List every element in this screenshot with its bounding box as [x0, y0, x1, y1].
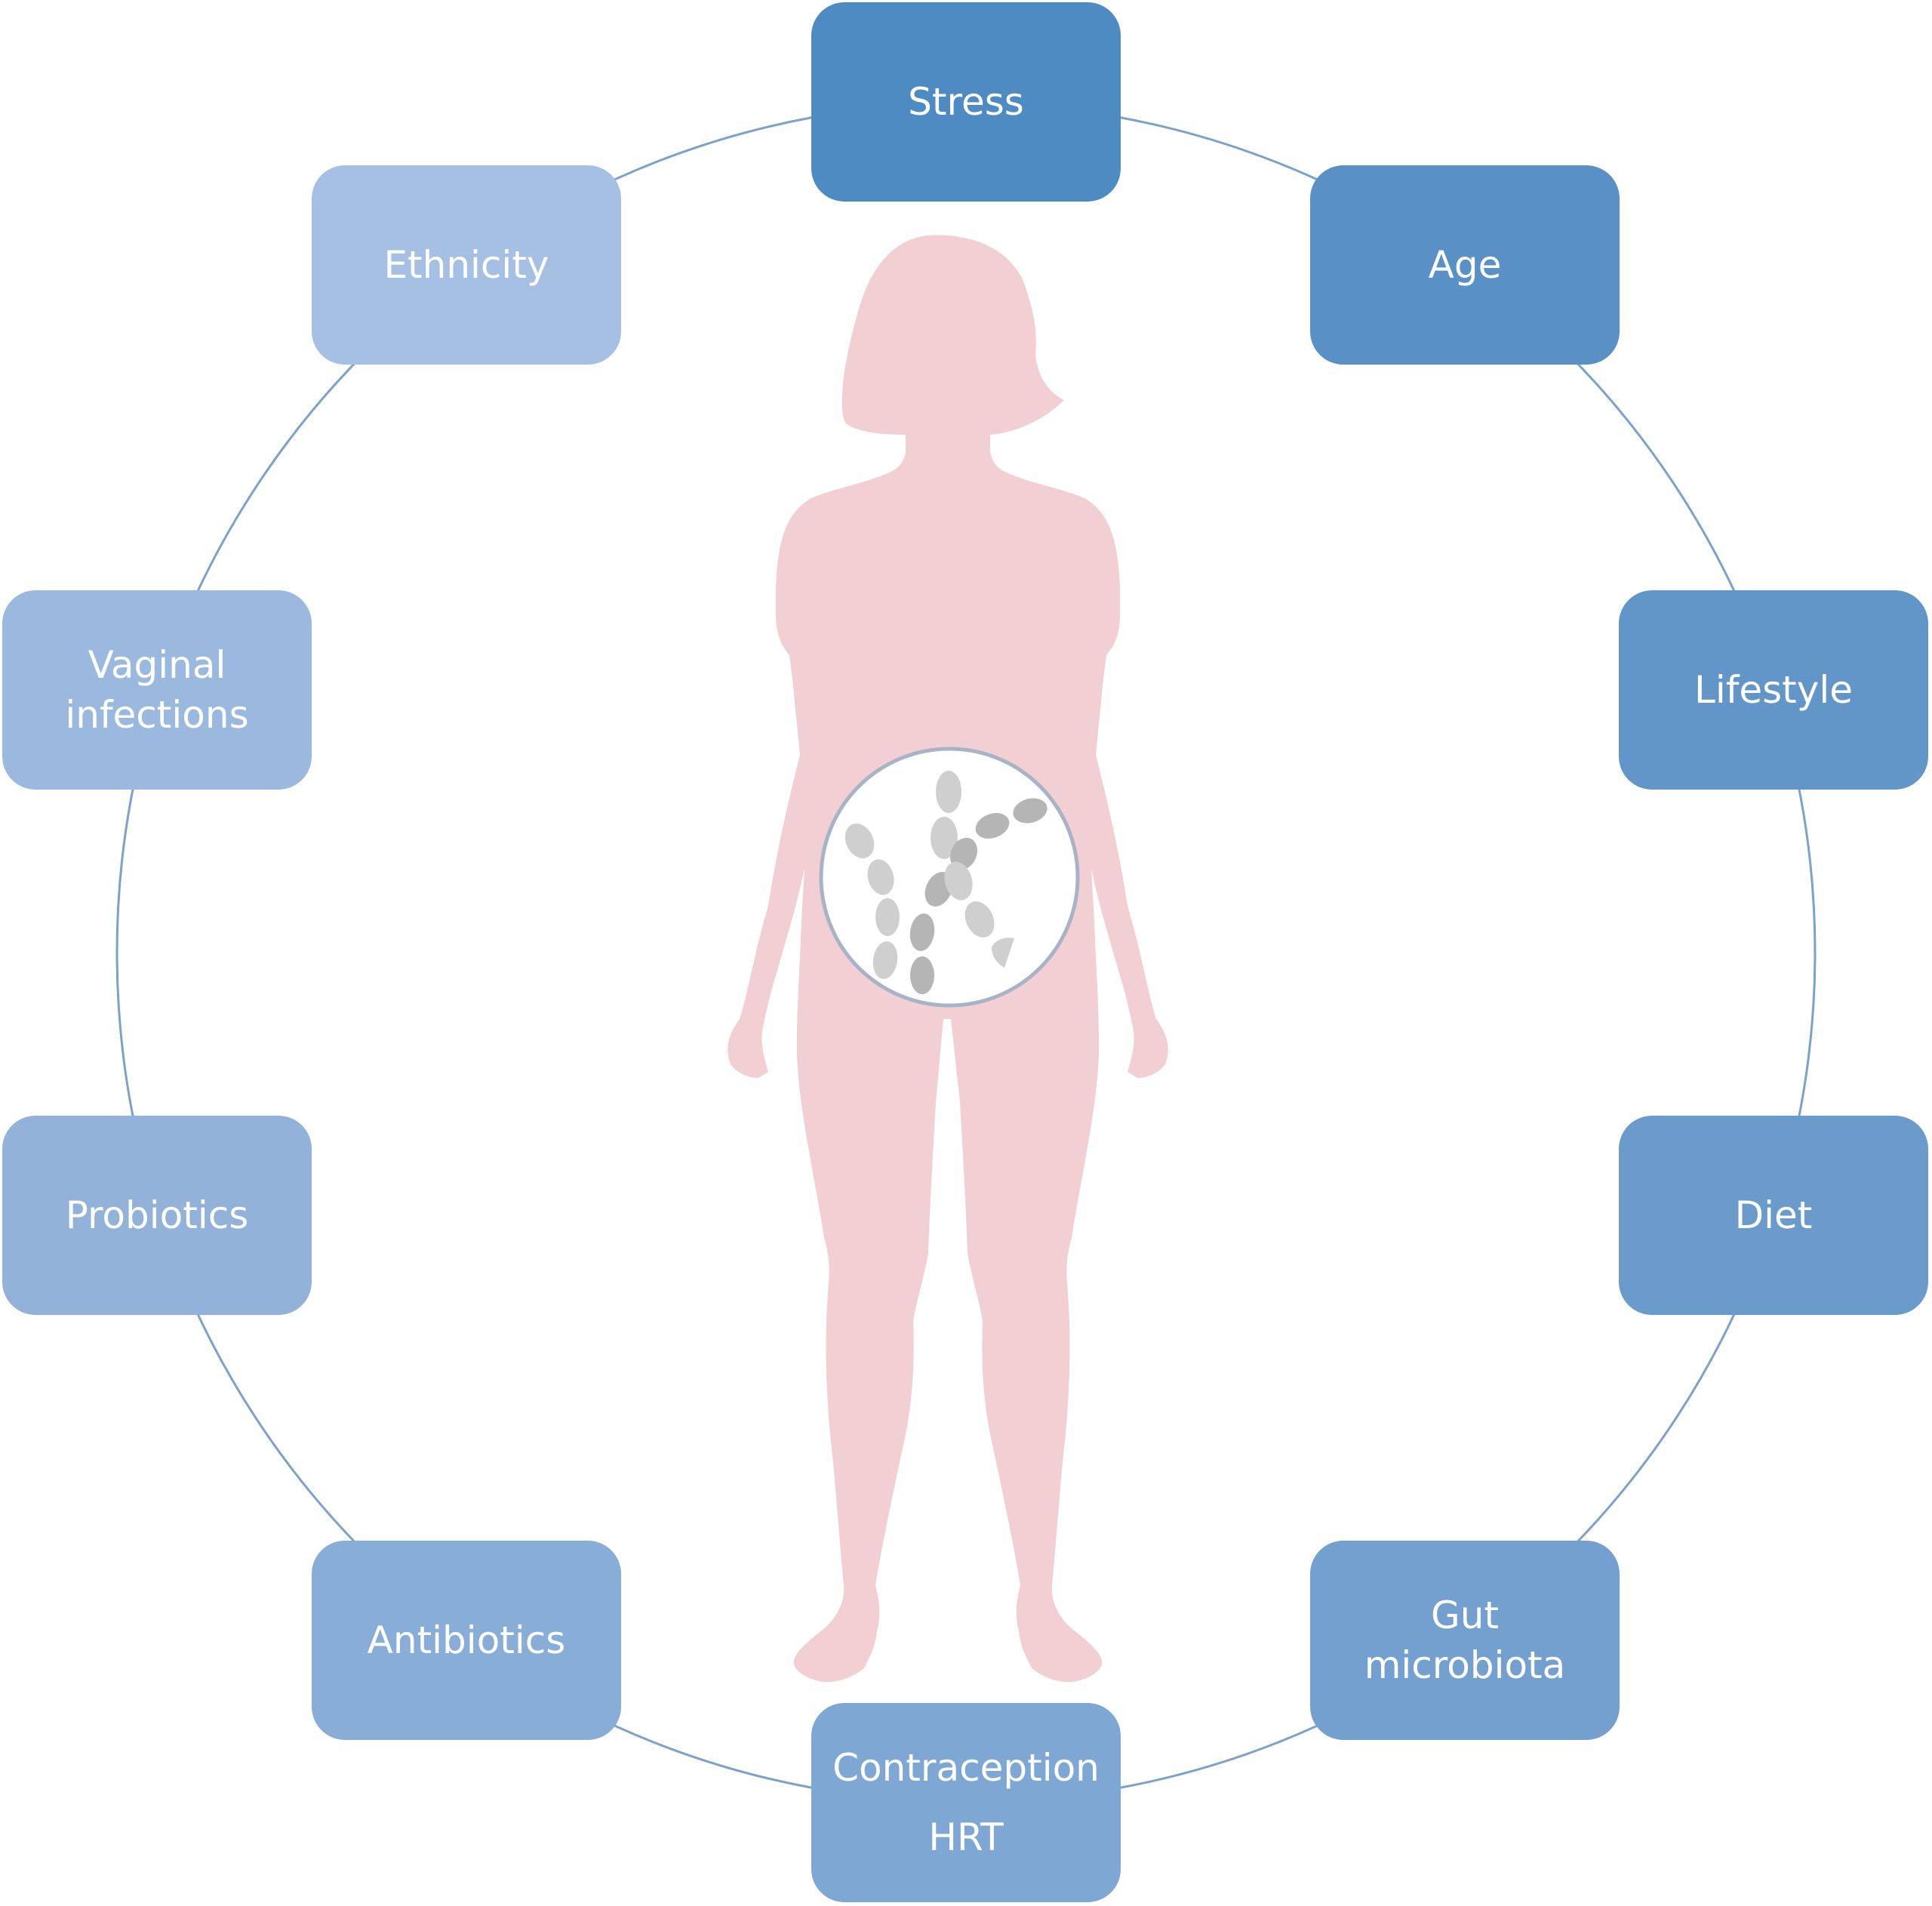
factor-label: infections [65, 693, 249, 737]
factor-box-gut-microbiota: Gut microbiota [1310, 1541, 1620, 1740]
bacteria-cluster-icon [844, 771, 1048, 994]
factor-box-antibiotics: Antibiotics [312, 1541, 621, 1740]
factor-label: Probiotics [65, 1193, 249, 1237]
magnifier-microbiota [819, 747, 1080, 1008]
factor-label: Contraception [832, 1746, 1100, 1790]
factor-label: Vaginal [88, 643, 226, 687]
factor-box-vaginal-infections: Vaginal infections [2, 590, 312, 790]
factor-label: Lifestyle [1694, 668, 1853, 712]
factor-box-stress: Stress [811, 2, 1121, 202]
factor-box-probiotics: Probiotics [2, 1116, 312, 1315]
factor-label: Diet [1734, 1193, 1813, 1237]
factor-label: HRT [928, 1815, 1004, 1859]
factor-box-lifestyle: Lifestyle [1619, 590, 1928, 790]
factor-box-diet: Diet [1619, 1116, 1928, 1315]
factor-box-age: Age [1310, 165, 1620, 365]
factor-label: Age [1428, 243, 1502, 287]
factor-label: microbiota [1364, 1643, 1566, 1687]
factor-label: Gut [1430, 1593, 1500, 1637]
factor-label: Ethnicity [383, 243, 549, 287]
factor-box-ethnicity: Ethnicity [312, 165, 621, 365]
factor-label: Stress [908, 80, 1024, 124]
factor-label: Antibiotics [367, 1618, 566, 1662]
